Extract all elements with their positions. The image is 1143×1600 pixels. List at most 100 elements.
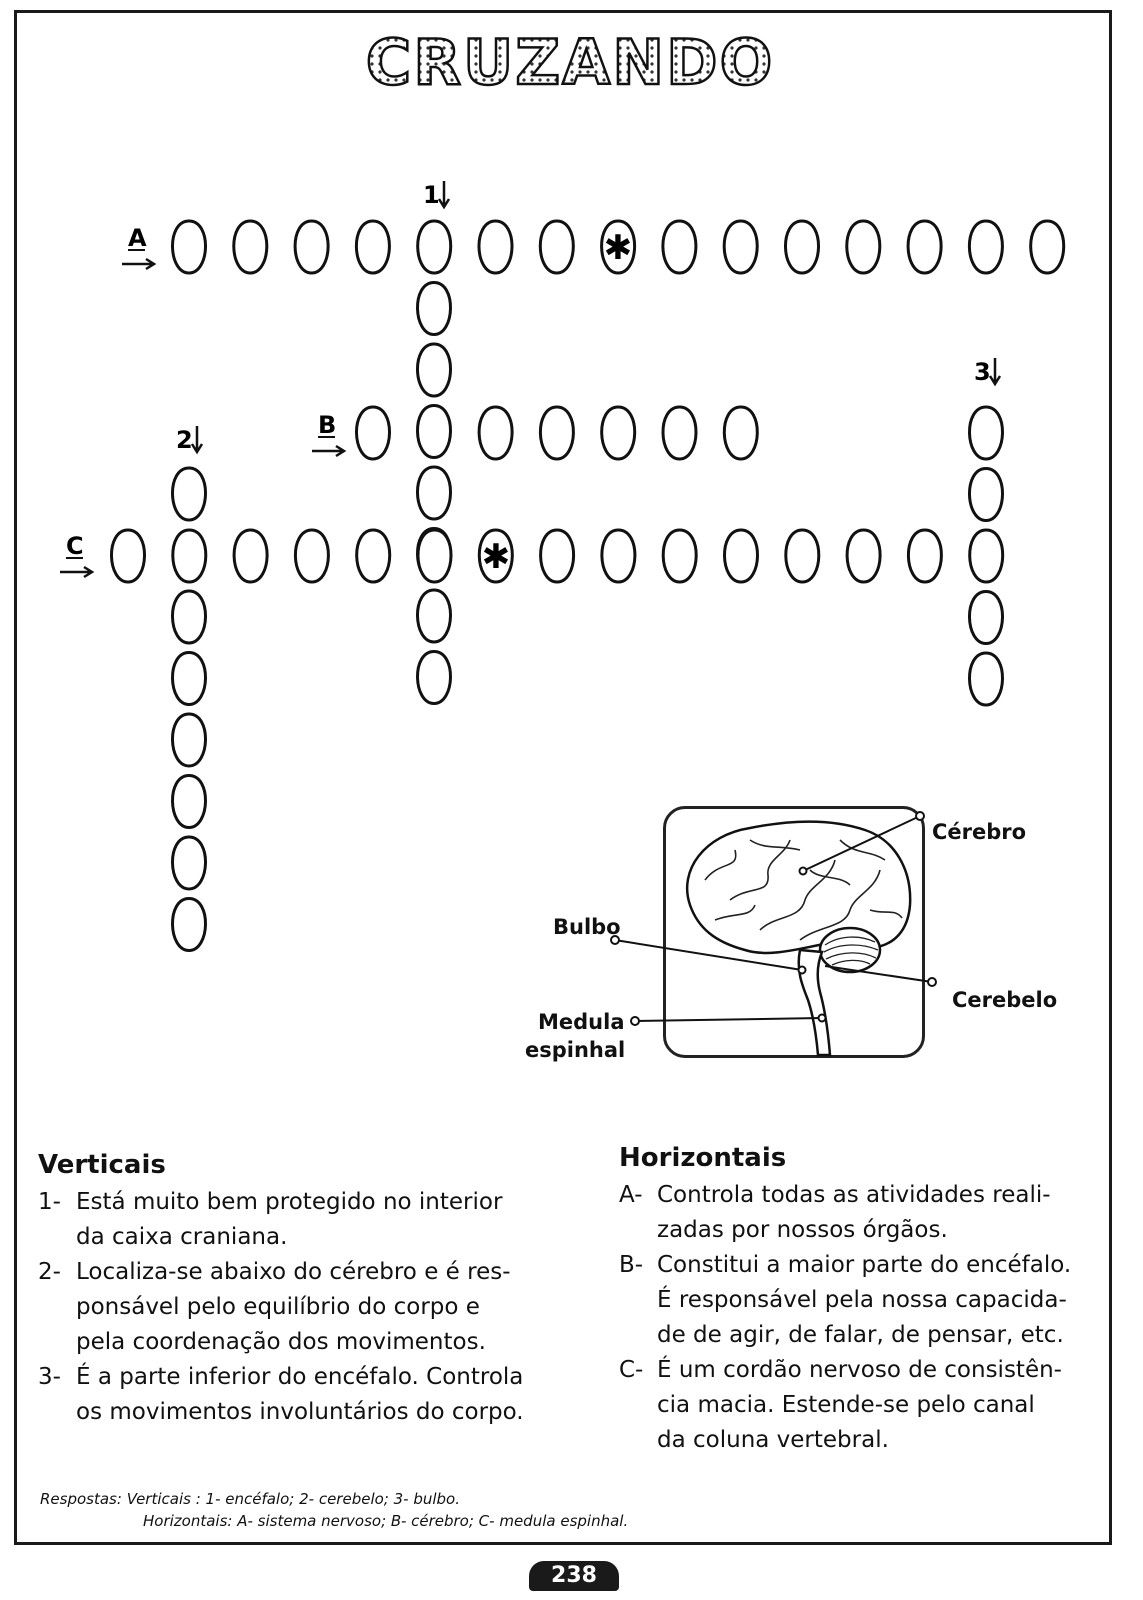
crossword-cell[interactable] xyxy=(968,466,1004,523)
arrow-down-icon xyxy=(988,358,1002,387)
crossword-cell[interactable] xyxy=(171,466,207,522)
arrow-right-icon xyxy=(312,444,347,458)
label-medula-line1: Medula xyxy=(538,1010,625,1034)
crossword-cell[interactable] xyxy=(539,528,576,584)
crossword-cell[interactable] xyxy=(171,835,207,891)
label-cerebelo: Cerebelo xyxy=(952,988,1058,1012)
arrow-right-icon xyxy=(122,257,157,271)
page-title: CRUZANDO xyxy=(364,28,775,98)
crossword-cell[interactable] xyxy=(171,773,207,830)
crossword-cell[interactable] xyxy=(416,649,452,706)
crossword-cell[interactable] xyxy=(477,405,514,461)
clue-line: Localiza-se abaixo do cérebro e é res- xyxy=(76,1259,511,1285)
clue-line: É a parte inferior do encéfalo. Controla xyxy=(76,1364,524,1390)
crossword-cell[interactable] xyxy=(723,528,759,584)
clue-line: Constitui a maior parte do encéfalo. xyxy=(657,1252,1072,1278)
clues-verticais: Verticais 1-Está muito bem protegido no … xyxy=(38,1148,573,1430)
verticais-heading: Verticais xyxy=(38,1150,166,1180)
horizontais-clue: A- Controla todas as atividades reali-zad… xyxy=(619,1178,1099,1248)
clue-number: 1- xyxy=(38,1189,61,1215)
crossword-cell[interactable] xyxy=(661,219,698,275)
cerebrum-shape xyxy=(685,820,912,955)
crossword-cell[interactable] xyxy=(477,219,514,275)
title-text: CRUZANDO xyxy=(366,28,775,98)
answer-line-horizontais: Horizontais: A- sistema nervoso; B- cére… xyxy=(143,1512,629,1530)
clue-line: da coluna vertebral. xyxy=(657,1427,889,1453)
star-marker: ✱ xyxy=(482,537,511,577)
arrow-down-icon xyxy=(190,426,204,455)
crossword-cell[interactable] xyxy=(416,342,452,398)
clue-number: A- xyxy=(619,1182,643,1208)
crossword-cell[interactable] xyxy=(416,403,452,460)
crossword-cell[interactable] xyxy=(968,651,1004,707)
crossword-cell[interactable] xyxy=(416,588,452,644)
label-bulbo: Bulbo xyxy=(553,915,621,939)
brain-illustration xyxy=(610,811,937,1057)
crossword-cell[interactable] xyxy=(906,528,943,584)
clue-line: de de agir, de falar, de pensar, etc. xyxy=(657,1322,1064,1348)
crossword-cell[interactable] xyxy=(416,528,453,584)
crossword-cell[interactable] xyxy=(416,219,453,275)
crossword-cell[interactable] xyxy=(968,405,1004,461)
crossword-cell[interactable] xyxy=(722,219,759,275)
crossword-cell[interactable] xyxy=(171,589,207,645)
crossword-cell[interactable] xyxy=(968,589,1004,646)
label-cerebro: Cérebro xyxy=(932,820,1027,844)
verticais-clue: 3- É a parte inferior do encéfalo. Contro… xyxy=(38,1360,573,1430)
crossword-cell[interactable] xyxy=(171,219,207,275)
clue-line: os movimentos involuntários do corpo. xyxy=(76,1399,524,1425)
crossword-cell[interactable] xyxy=(845,528,882,584)
answer-line-verticais: Respostas: Verticais : 1- encéfalo; 2- c… xyxy=(40,1490,460,1508)
crossword-cell[interactable] xyxy=(661,405,698,461)
horizontais-heading: Horizontais xyxy=(619,1143,787,1173)
crossword-cell[interactable] xyxy=(1029,219,1066,275)
arrow-down-icon xyxy=(437,181,451,210)
crossword-cell[interactable] xyxy=(416,280,452,337)
crossword-cell[interactable] xyxy=(416,465,452,521)
cerebrum-gyri xyxy=(704,839,903,941)
arrow-right-icon xyxy=(60,565,95,579)
clue-mark-1: 1 xyxy=(423,181,440,209)
crossword-cell[interactable] xyxy=(600,405,637,461)
crossword-cell[interactable] xyxy=(722,405,759,461)
label-medula-line2: espinhal xyxy=(525,1038,626,1062)
clue-number: C- xyxy=(619,1357,644,1383)
crossword-cell[interactable] xyxy=(538,219,575,275)
star-marker: ✱ xyxy=(604,228,633,268)
crossword-cell[interactable] xyxy=(110,528,146,584)
crossword-cell[interactable] xyxy=(171,712,207,768)
crossword-cell[interactable] xyxy=(968,528,1005,584)
horizontais-clue: B-Constitui a maior parte do encéfalo.É … xyxy=(619,1248,1099,1353)
crossword-cell[interactable] xyxy=(477,528,514,584)
crossword-cell[interactable] xyxy=(171,528,208,584)
crossword-cell[interactable] xyxy=(232,528,269,584)
clue-line: zadas por nossos órgãos. xyxy=(657,1217,948,1243)
crossword-cell[interactable] xyxy=(845,219,882,275)
crossword-cell[interactable] xyxy=(171,896,207,953)
crossword-cells: ✱✱ xyxy=(110,219,1066,953)
crossword-cell[interactable] xyxy=(906,219,943,275)
clue-mark-2: 2 xyxy=(176,426,193,454)
clue-number: 3- xyxy=(38,1364,61,1390)
answer-key: Respostas: Verticais : 1- encéfalo; 2- c… xyxy=(40,1488,628,1532)
crossword-cell[interactable] xyxy=(354,219,391,275)
crossword-cell[interactable] xyxy=(293,219,330,275)
crossword-cell[interactable] xyxy=(600,219,637,275)
crossword-cell[interactable] xyxy=(232,219,269,275)
page-border xyxy=(14,10,1112,1545)
crossword-cell[interactable] xyxy=(355,528,392,584)
crossword-cell[interactable] xyxy=(355,405,391,461)
crossword-cell[interactable] xyxy=(600,528,637,584)
page-number: 238 xyxy=(529,1561,619,1591)
crossword-cell[interactable] xyxy=(661,528,698,584)
crossword-cell[interactable] xyxy=(784,528,821,584)
crossword-cell[interactable] xyxy=(171,650,207,707)
leader-lines xyxy=(610,811,937,1026)
crossword-cell[interactable] xyxy=(293,528,330,584)
clue-mark-c: C xyxy=(66,532,84,560)
crossword-cell[interactable] xyxy=(538,405,575,461)
crossword-cell[interactable] xyxy=(784,219,820,275)
clue-line: Controla todas as atividades reali- xyxy=(657,1182,1051,1208)
crossword-cell[interactable] xyxy=(967,219,1004,275)
